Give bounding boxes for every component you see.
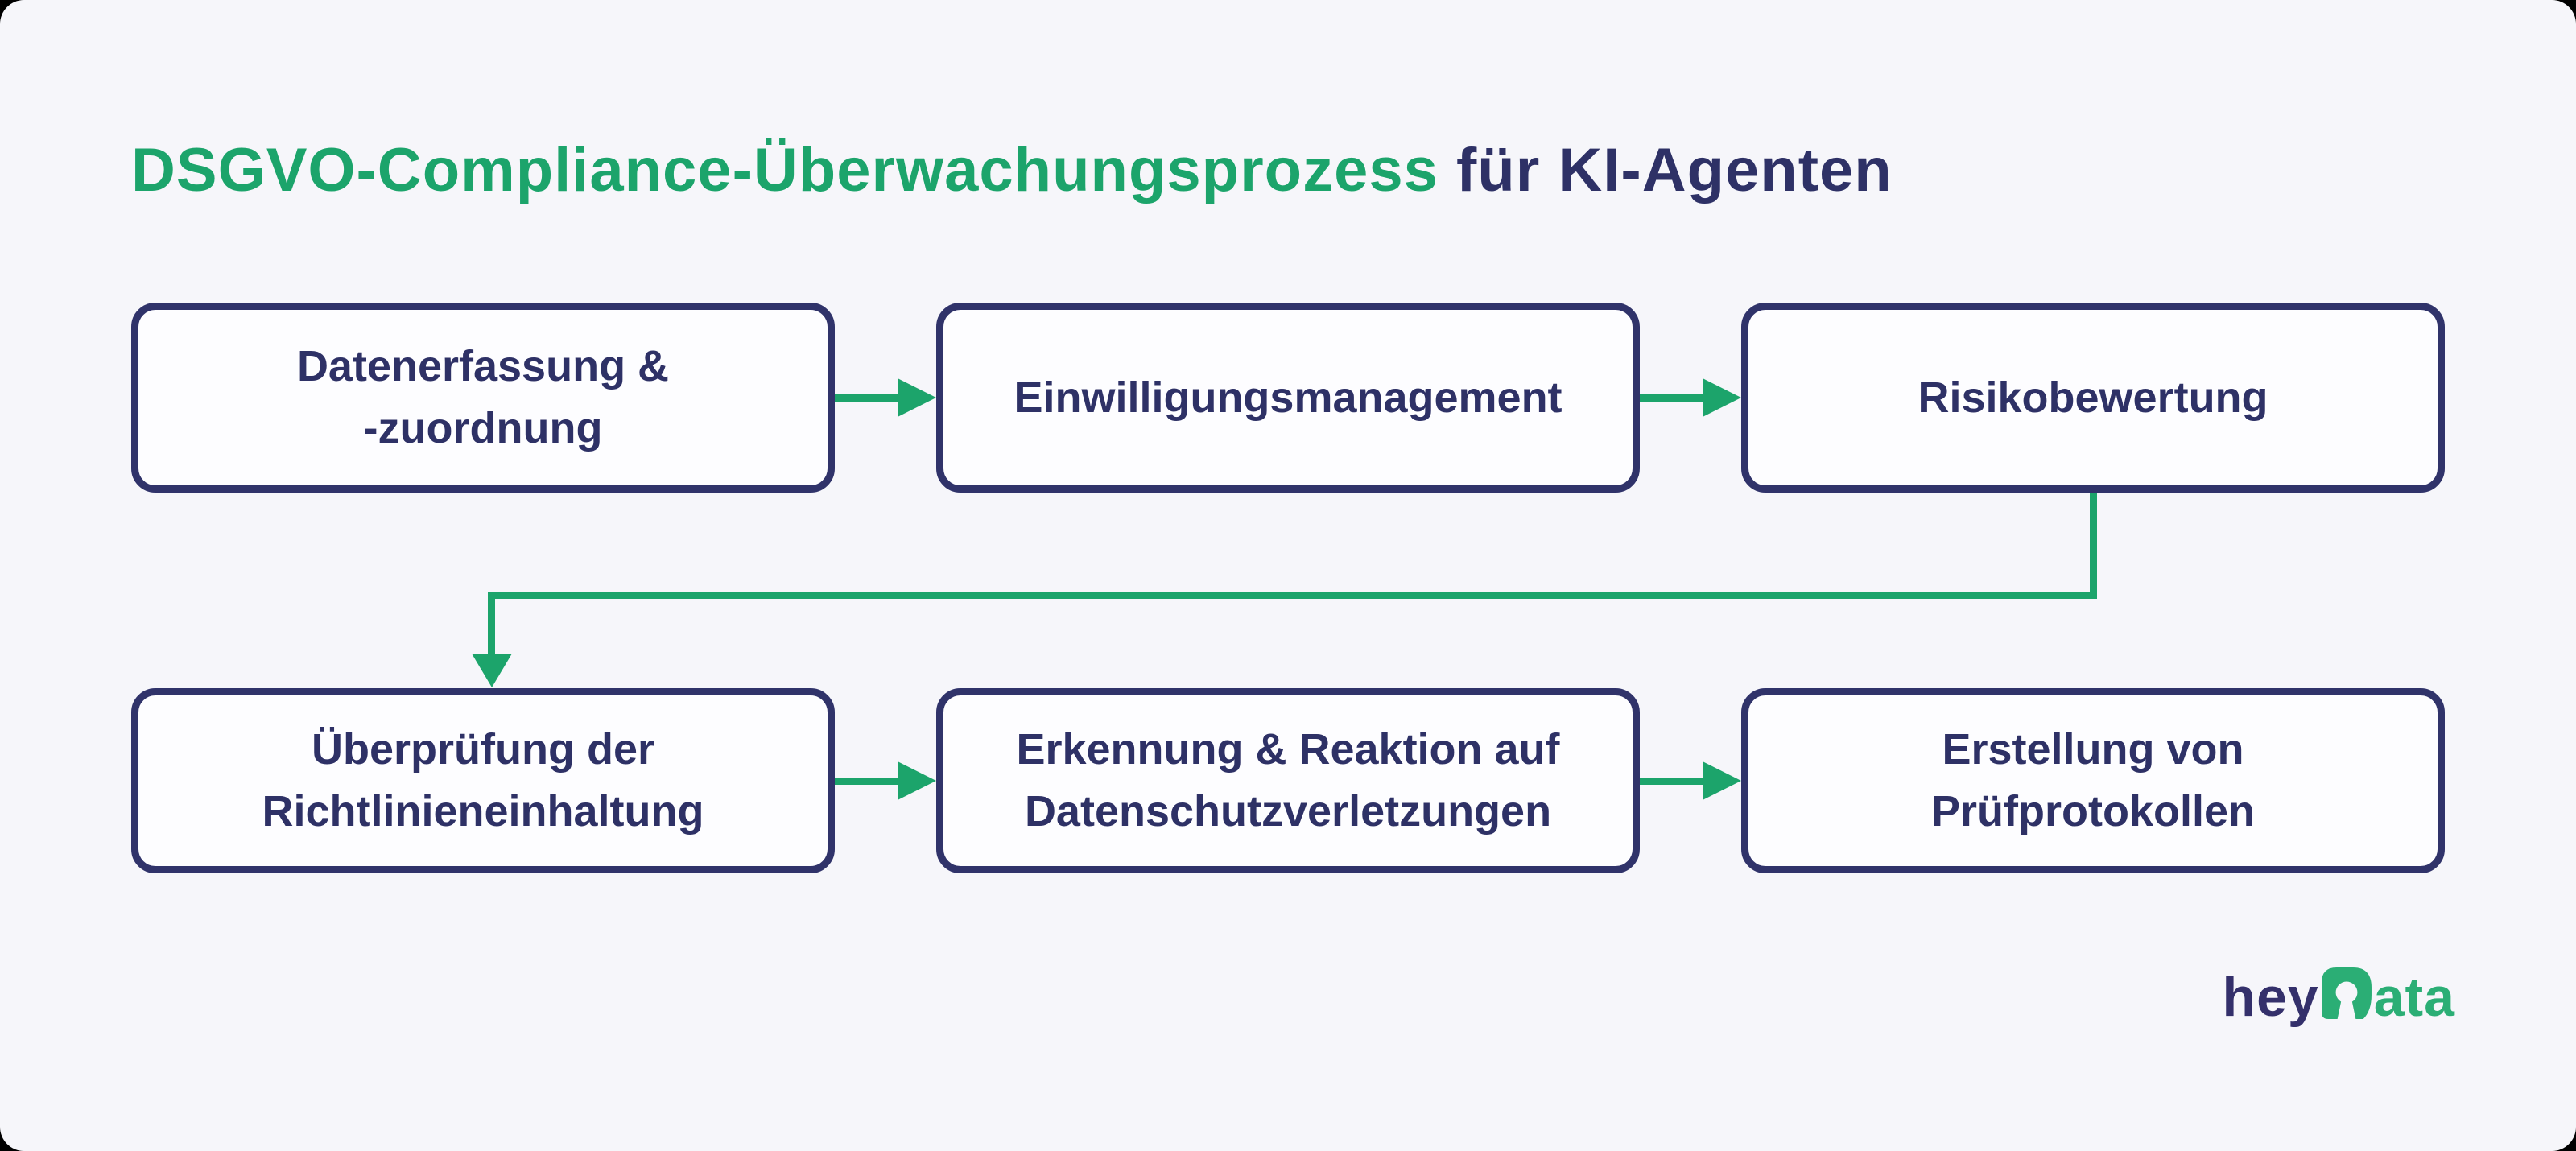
logo-text-ata: ata xyxy=(2373,967,2455,1028)
flow-step-risikobewertung: Risikobewertung xyxy=(1741,303,2445,493)
flow-step-erstellung: Erstellung von Prüfprotokollen xyxy=(1741,688,2445,873)
heydata-logo: hey ata xyxy=(2223,966,2455,1029)
page-title-highlight: DSGVO-Compliance-Überwachungsprozess xyxy=(131,136,1439,204)
flow-step-erkennung: Erkennung & Reaktion auf Datenschutzverl… xyxy=(936,688,1640,873)
connector-vertical-segment xyxy=(488,592,495,656)
flow-step-einwilligungsmanagement: Einwilligungsmanagement xyxy=(936,303,1640,493)
arrow-right-icon xyxy=(835,761,936,800)
arrow-right-icon xyxy=(835,378,936,417)
arrow-right-icon xyxy=(1640,761,1741,800)
connector-horizontal-segment xyxy=(488,592,2097,599)
keyhole-d-icon xyxy=(2321,967,2372,1019)
page-title-rest: für KI-Agenten xyxy=(1456,136,1893,204)
arrow-right-icon xyxy=(1640,378,1741,417)
arrow-down-icon xyxy=(472,654,512,687)
flow-step-datenerfassung: Datenerfassung & -zuordnung xyxy=(131,303,835,493)
flow-step-ueberpruefung: Überprüfung der Richtlinieneinhaltung xyxy=(131,688,835,873)
page-title: DSGVO-Compliance-Überwachungsprozess für… xyxy=(131,135,1893,205)
connector-vertical-segment xyxy=(2090,493,2097,599)
logo-text-hey: hey xyxy=(2222,967,2319,1028)
